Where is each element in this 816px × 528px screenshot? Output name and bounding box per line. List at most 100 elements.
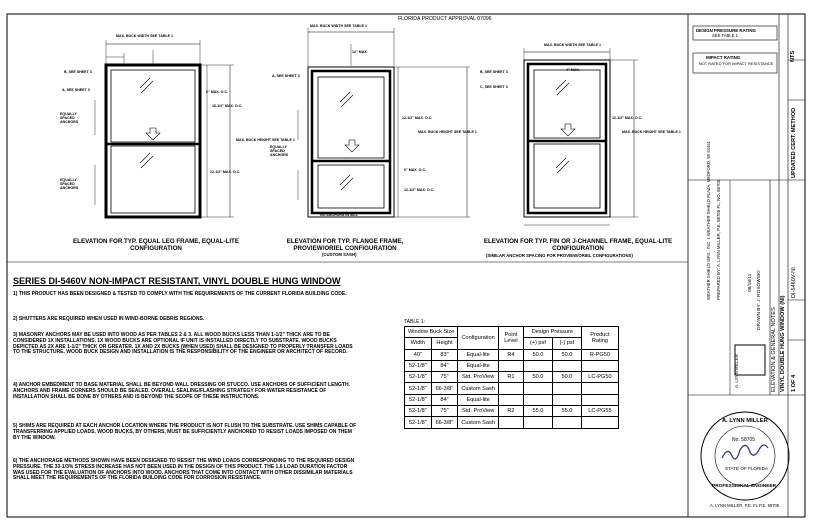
- engineer-block: PREPARED BY: A. LYNN MILLER, P.E. 58705 …: [716, 179, 721, 300]
- cell-rating: [580, 416, 619, 429]
- dim-max-buck-height-2: MAX. BUCK HEIGHT SEE TABLE 1: [418, 130, 477, 134]
- cell-height: 84": [430, 393, 459, 407]
- label-no-anchors: NO ANCHORS IN SILL: [320, 213, 358, 217]
- caption-elevation-2: ELEVATION FOR TYP. FLANGE FRAME, PROVIEW…: [286, 238, 404, 253]
- cell-config: Equal-lite: [457, 393, 499, 407]
- cell-neg: [551, 382, 582, 395]
- sheet-code: NTS: [790, 50, 796, 62]
- seal-license: No. 58705: [732, 437, 756, 443]
- series-title: SERIES DI-5460V NON-IMPACT RESISTANT, VI…: [13, 276, 341, 286]
- note-2: 2) SHUTTERS ARE REQUIRED WHEN USED IN WI…: [13, 316, 205, 322]
- label-equally-spaced-3: EQUALLY SPACED ANCHORS: [270, 145, 289, 158]
- cell-rating: LC-PG50: [580, 371, 619, 384]
- dim-max-buck-width-1: MAX. BUCK WIDTH SEE TABLE 1: [116, 34, 174, 38]
- cell-height: 75": [430, 405, 459, 418]
- cell-height: 84": [430, 359, 459, 373]
- signature-icon: [721, 444, 769, 460]
- company-logo: [734, 344, 766, 376]
- cell-height: 75": [430, 371, 459, 384]
- seal-footer: A. LYNN MILLER, P.E. FL P.E. 58705: [710, 503, 780, 508]
- cell-width: 52-1/8": [404, 405, 432, 418]
- cell-neg: 50.0: [551, 371, 582, 384]
- label-sheet-a-1: A, SEE SHEET 3: [62, 88, 90, 92]
- date: 08/18/11: [748, 273, 753, 292]
- cell-width: 40": [404, 348, 432, 361]
- label-equally-spaced-2: EQUALLY SPACED ANCHORS: [60, 178, 79, 191]
- dim-max-4: 4" MAX.: [566, 68, 580, 72]
- company-address: A. LYNN MILLER: [734, 354, 739, 388]
- note-4: 4) ANCHOR EMBEDMENT TO BASE MATERIAL SHA…: [13, 382, 350, 400]
- dim-max-oc-12-1: 12-1/2" MAX. O.C.: [210, 170, 241, 174]
- dim-max-oc-12-4: 12-1/2" MAX. O.C.: [612, 116, 643, 120]
- cell-point: R4: [497, 348, 524, 361]
- cell-point: R1: [497, 371, 524, 384]
- caption-elevation-1: ELEVATION FOR TYP. EQUAL LEG FRAME, EQUA…: [73, 238, 239, 253]
- cell-height: 66-3/8": [430, 382, 459, 395]
- label-sheet-b-1: B, SEE SHEET 3: [64, 70, 92, 74]
- impact-label: IMPACT RATING: [706, 55, 741, 60]
- pe-seal-outer: [700, 411, 790, 501]
- sheet-border: [6, 13, 806, 518]
- drawing-title: VINYL DOUBLE HUNG WINDOW (NI): [780, 295, 786, 392]
- revision-text: UPDATED CERT. METHOD: [791, 107, 797, 178]
- cell-width: 52-1/8": [404, 359, 432, 373]
- cell-config: Std. ProView: [457, 371, 499, 384]
- th-height: Height: [430, 337, 459, 350]
- design-pressure-box: [692, 25, 778, 41]
- subcaption-elevation-3: (SIMILAR ANCHOR SPACING FOR PROVIEW/ORIE…: [486, 253, 633, 258]
- label-equally-spaced-1: EQUALLY SPACED ANCHORS: [60, 112, 79, 125]
- dwg-no-right: DI-5460V-NI: [791, 267, 797, 298]
- drawing-subtitle: ELEVATION & GENERAL NOTES: [771, 307, 777, 392]
- th-neg: (-) psf: [551, 337, 582, 350]
- note-5: 5) SHIMS ARE REQUIRED AT EACH ANCHOR LOC…: [13, 423, 357, 441]
- drawn-by: DRAWN BY: J. ROSOWSKI: [757, 270, 762, 330]
- cell-point: [497, 382, 524, 395]
- dim-max-oc-12-3: 12-1/2" MAX. O.C.: [404, 188, 435, 192]
- cell-pos: [522, 393, 553, 407]
- label-sheet-a-2: A, SEE SHEET 3: [272, 74, 300, 78]
- cell-neg: 50.0: [551, 348, 582, 361]
- cell-neg: [551, 393, 582, 407]
- th-buck-size: Window Buck Size: [403, 325, 459, 339]
- header-label: FLORIDA PRODUCT APPROVAL 07096: [398, 16, 492, 22]
- th-config: Configuration: [457, 326, 499, 350]
- dim-max-buck-width-3: MAX. BUCK WIDTH SEE TABLE 1: [544, 43, 602, 47]
- company-block: WEATHER SHIELD MFG., INC. 1 WEATHER SHIE…: [706, 141, 711, 300]
- impact-value: NOT RATED FOR IMPACT RESISTANCE: [698, 61, 774, 66]
- pe-seal-inner: [714, 425, 776, 487]
- table-row: 52-1/8"84"Equal-lite: [404, 359, 619, 373]
- table-row: 52-1/8"66-3/8"Custom Sash: [404, 416, 619, 429]
- dim-max-oc-12-2: 12-1/2" MAX. O.C.: [402, 116, 433, 120]
- cell-pos: 55.0: [522, 405, 553, 418]
- th-pos: (+) psf: [522, 337, 553, 350]
- table-label: TABLE 1:: [404, 319, 426, 325]
- pressure-table: Window Buck Size Configuration Point Lev…: [403, 325, 619, 429]
- cell-point: R2: [497, 405, 524, 418]
- th-width: Width: [404, 337, 432, 350]
- cell-rating: R-PG50: [580, 348, 619, 361]
- th-dp: Design Pressure: [522, 325, 582, 339]
- cell-width: 52-1/8": [404, 393, 432, 407]
- cell-width: 52-1/8": [404, 371, 432, 384]
- cell-pos: 50.0: [522, 371, 553, 384]
- cell-point: [497, 393, 524, 407]
- label-sheet-c-3: C, SEE SHEET 3: [480, 85, 508, 89]
- elevation-equal-leg: [94, 40, 234, 219]
- label-sheet-b-3: B, SEE SHEET 3: [480, 70, 508, 74]
- cell-config: Equal-lite: [457, 359, 499, 373]
- cell-height: 66-3/8": [430, 416, 459, 429]
- cell-width: 52-1/8": [404, 416, 432, 429]
- seal-state: STATE OF FLORIDA: [725, 466, 768, 471]
- th-rating: Product Rating: [580, 326, 619, 350]
- dim-max-buck-height-1: MAX. BUCK HEIGHT SEE TABLE 1: [236, 138, 295, 142]
- elevation-flange: [297, 28, 470, 218]
- cell-pos: [522, 416, 553, 429]
- dim-max-buck-width-2: MAX. BUCK WIDTH SEE TABLE 1: [310, 24, 368, 28]
- cell-pos: [522, 382, 553, 395]
- caption-elevation-3: ELEVATION FOR TYP. FIN OR J-CHANNEL FRAM…: [483, 238, 673, 253]
